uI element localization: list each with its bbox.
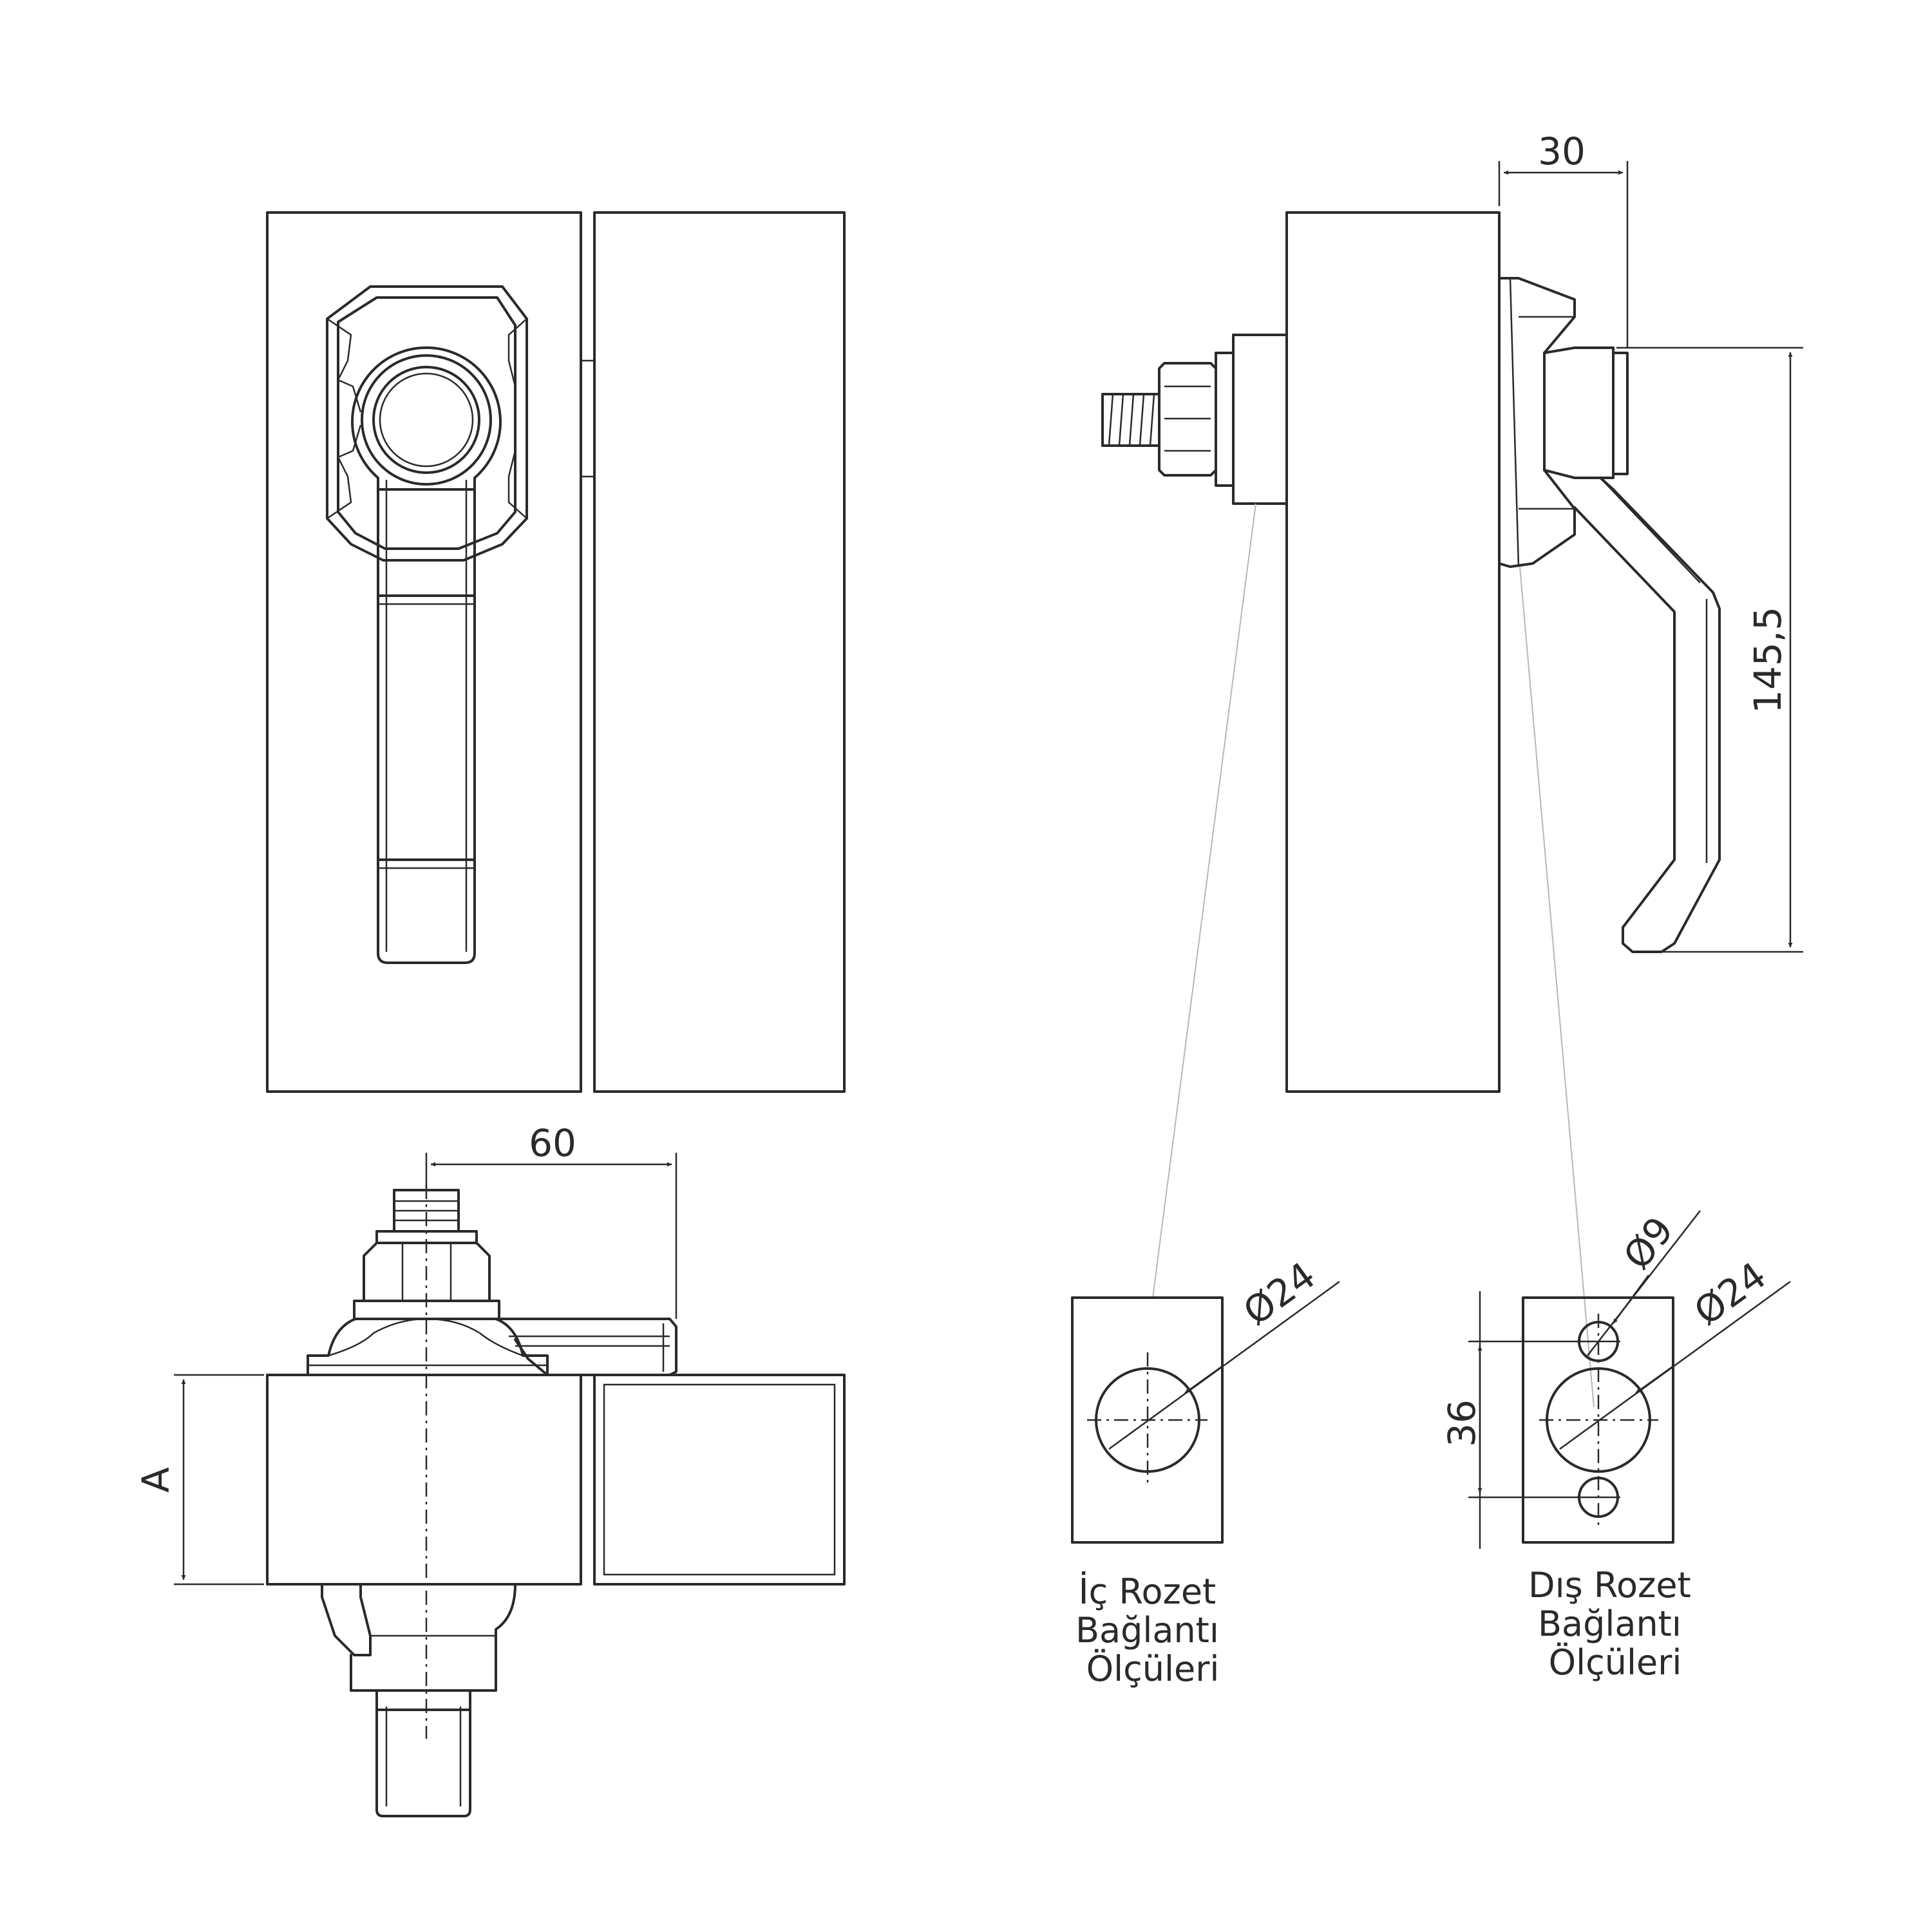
door-panel-left — [266, 211, 582, 1093]
door-panel-right — [593, 211, 846, 1093]
outer-small-dia-label: Ø9 — [1615, 1209, 1681, 1278]
door-section — [1285, 211, 1501, 1093]
inner-caption: İç Rozet Bağlantı Ölçüleri — [1075, 1571, 1230, 1689]
projection-line-inner — [1152, 503, 1256, 1298]
outer-caption: Dış Rozet Bağlantı Ölçüleri — [1528, 1565, 1702, 1683]
escutcheon-rosette — [326, 285, 528, 562]
inner-dia-label: Ø24 — [1235, 1253, 1323, 1334]
dim-60-label: 60 — [529, 1121, 576, 1165]
inner-fixing — [1101, 334, 1288, 505]
panel-section-right — [593, 1374, 846, 1586]
outer-rosette — [1498, 277, 1576, 568]
dim-a-label: A — [134, 1467, 178, 1493]
inner-rosette-detail: Ø24 İç Rozet Bağlantı Ölçüleri — [1071, 1253, 1340, 1689]
dim-36-label: 36 — [1440, 1399, 1484, 1447]
panel-section-left — [266, 1374, 582, 1586]
rosette-top — [307, 1300, 549, 1376]
outer-rosette-outline — [1522, 1296, 1674, 1544]
dim-30-label: 30 — [1538, 129, 1586, 173]
outer-big-dia-label: Ø24 — [1686, 1253, 1774, 1334]
outer-rosette-detail: 36 Ø9 Ø24 Dış Rozet Bağlantı Ölçüleri — [1440, 1209, 1791, 1683]
dim-145-label: 145,5 — [1746, 607, 1790, 714]
side-view: 30 145,5 — [1101, 129, 1803, 1408]
inner-rosette-outline — [1071, 1296, 1224, 1544]
spindle-bottom — [321, 1583, 516, 1817]
front-view — [266, 211, 846, 1093]
top-view: 60 A — [134, 1121, 846, 1817]
dim-handle-height: 145,5 — [1616, 346, 1803, 953]
dim-panel-thickness: A — [134, 1374, 264, 1586]
lever-handle — [351, 346, 502, 964]
projection-line-outer — [1519, 566, 1595, 1408]
lever-top — [491, 1318, 677, 1376]
lever-side — [1543, 346, 1721, 953]
dim-top-depth: 30 — [1498, 129, 1629, 348]
threaded-bolt — [1101, 393, 1160, 447]
dim-handle-length: 60 — [425, 1121, 677, 1319]
